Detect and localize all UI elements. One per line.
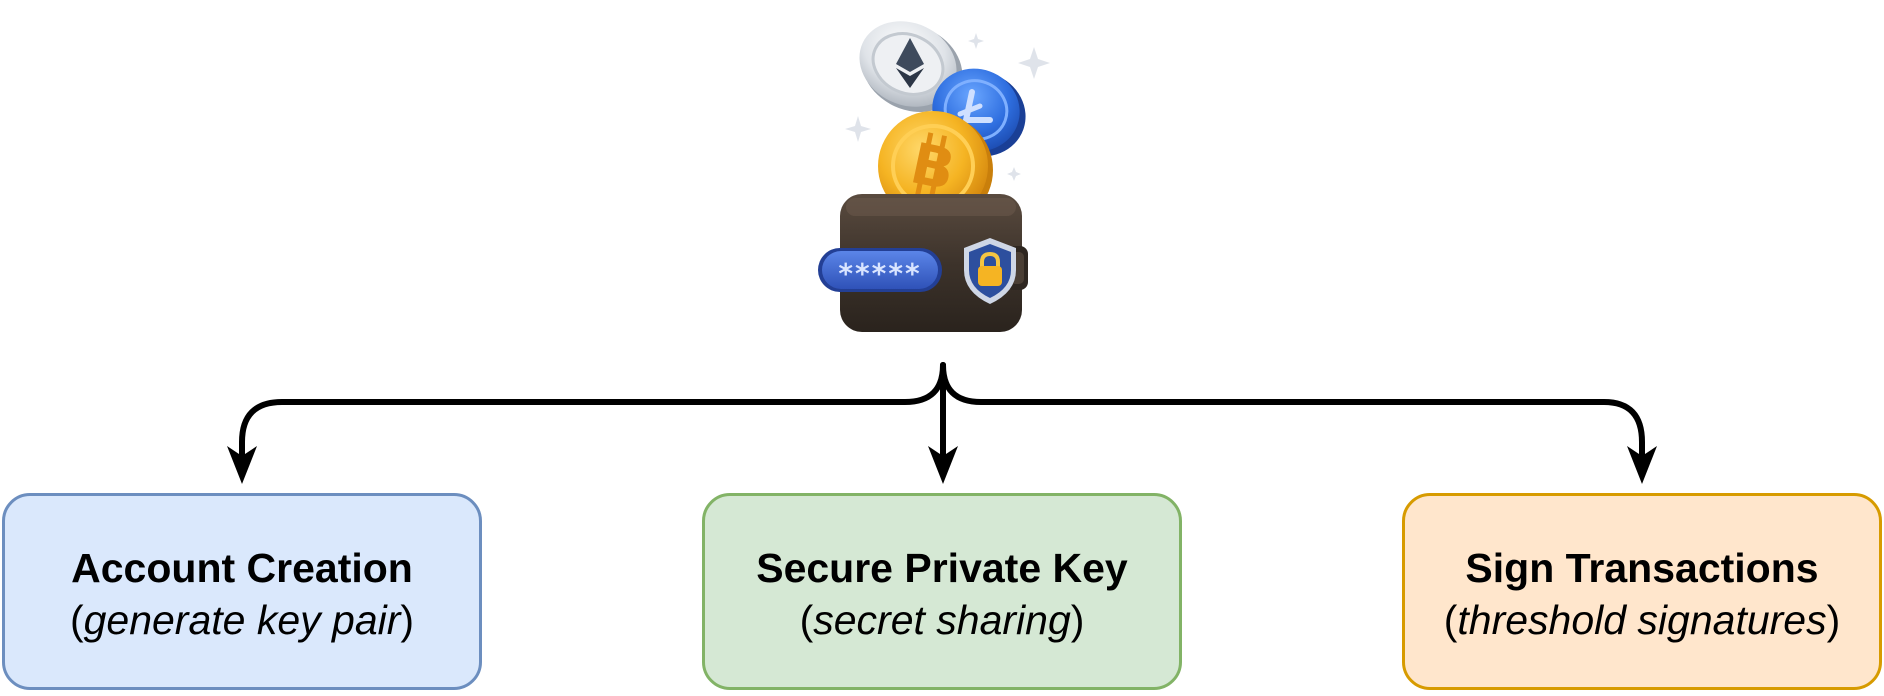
paren-close: ) (1070, 596, 1085, 643)
node-title: Account Creation (71, 544, 413, 591)
arrowhead-left (227, 446, 257, 484)
connectors (239, 362, 1645, 463)
password-field-icon: ***** (818, 248, 942, 292)
paren-open: ( (1443, 596, 1458, 643)
node-title: Sign Transactions (1465, 544, 1819, 591)
paren-close: ) (1826, 596, 1841, 643)
node-account-creation: Account Creation (generate key pair) (2, 493, 482, 690)
node-subtitle-text: secret sharing (813, 596, 1071, 643)
paren-close: ) (400, 596, 415, 643)
shield-lock-icon (964, 238, 1016, 304)
node-subtitle: (generate key pair) (70, 594, 414, 646)
password-mask: ***** (838, 257, 921, 290)
arrowheads (227, 446, 1657, 484)
node-subtitle-text: threshold signatures (1457, 596, 1827, 643)
node-subtitle-text: generate key pair (83, 596, 401, 643)
node-subtitle: (secret sharing) (800, 594, 1085, 646)
wallet-illustration: B ***** (818, 21, 1050, 332)
node-subtitle: (threshold signatures) (1444, 594, 1841, 646)
node-sign-transactions: Sign Transactions (threshold signatures) (1402, 493, 1882, 690)
sparkle-icon (845, 116, 871, 142)
connector-right (940, 362, 1645, 461)
sparkle-icon (1018, 47, 1050, 79)
node-title: Secure Private Key (756, 544, 1128, 591)
arrowhead-center (928, 446, 958, 484)
paren-open: ( (69, 596, 84, 643)
paren-open: ( (799, 596, 814, 643)
sparkle-icon (968, 33, 984, 49)
node-secure-private-key: Secure Private Key (secret sharing) (702, 493, 1182, 690)
arrowhead-right (1627, 446, 1657, 484)
connector-left (239, 362, 946, 461)
sparkle-icon (1007, 167, 1021, 181)
